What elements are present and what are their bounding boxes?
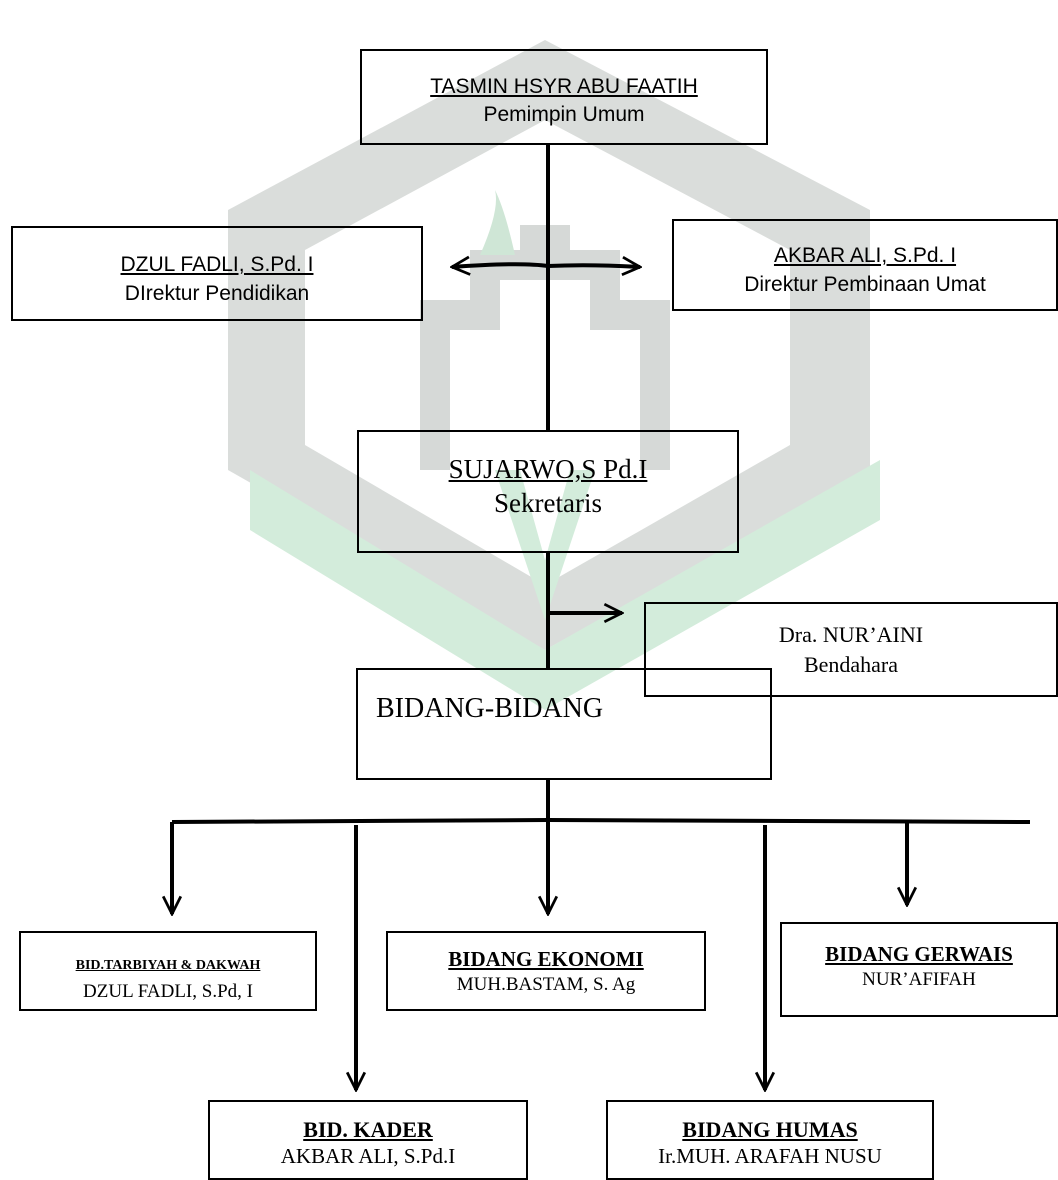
division-humas-box: BIDANG HUMAS Ir.MUH. ARAFAH NUSU: [606, 1100, 934, 1180]
division-ekonomi-head: MUH.BASTAM, S. Ag: [456, 974, 636, 995]
division-kader-head: AKBAR ALI, S.Pd.I: [280, 1144, 456, 1168]
leader-box: TASMIN HSYR ABU FAATIH Pemimpin Umum: [360, 49, 768, 145]
director-education-name: DZUL FADLI, S.Pd. I: [120, 253, 314, 276]
treasurer-box: Dra. NUR’AINI Bendahara: [644, 602, 1058, 697]
division-ekonomi-title: BIDANG EKONOMI: [448, 947, 644, 971]
division-tarbiyah-head: DZUL FADLI, S.Pd, I: [83, 981, 253, 1002]
treasurer-role: Bendahara: [803, 652, 899, 677]
division-gerwais-box: BIDANG GERWAIS NUR’AFIFAH: [780, 922, 1058, 1017]
director-community-name: AKBAR ALI, S.Pd. I: [773, 244, 957, 267]
watermark-mosque-shape: [420, 225, 670, 470]
director-community-role: Direktur Pembinaan Umat: [744, 273, 986, 296]
connector-lines: [171, 145, 1031, 1090]
divisions-header-box: BIDANG-BIDANG: [356, 668, 772, 780]
division-humas-title: BIDANG HUMAS: [682, 1117, 858, 1142]
watermark-green-chevron: [250, 460, 880, 710]
leader-name: TASMIN HSYR ABU FAATIH: [430, 75, 698, 98]
treasurer-name: Dra. NUR’AINI: [778, 622, 924, 647]
watermark-green-center: [495, 470, 595, 620]
division-tarbiyah-title: BID.TARBIYAH & DAKWAH: [75, 958, 261, 973]
secretary-role: Sekretaris: [494, 488, 602, 518]
secretary-box: SUJARWO,S Pd.I Sekretaris: [357, 430, 739, 553]
watermark-dome-shape: [480, 190, 515, 255]
director-community-box: AKBAR ALI, S.Pd. I Direktur Pembinaan Um…: [672, 219, 1058, 311]
division-gerwais-title: BIDANG GERWAIS: [825, 942, 1013, 966]
leader-role: Pemimpin Umum: [483, 103, 645, 126]
division-gerwais-head: NUR’AFIFAH: [862, 969, 976, 990]
division-humas-head: Ir.MUH. ARAFAH NUSU: [658, 1144, 882, 1168]
horizontal-bar-divisions: [171, 817, 1031, 824]
arrow-to-director-education: [452, 264, 549, 267]
arrow-to-director-community: [547, 265, 640, 267]
division-tarbiyah-box: BID.TARBIYAH & DAKWAH DZUL FADLI, S.Pd, …: [19, 931, 317, 1011]
division-ekonomi-box: BIDANG EKONOMI MUH.BASTAM, S. Ag: [386, 931, 706, 1011]
director-education-box: DZUL FADLI, S.Pd. I DIrektur Pendidikan: [11, 226, 423, 321]
divisions-header-label: BIDANG-BIDANG: [376, 693, 604, 724]
director-education-role: DIrektur Pendidikan: [124, 282, 310, 305]
division-kader-title: BID. KADER: [303, 1117, 433, 1142]
secretary-name: SUJARWO,S Pd.I: [448, 454, 648, 484]
division-kader-box: BID. KADER AKBAR ALI, S.Pd.I: [208, 1100, 528, 1180]
